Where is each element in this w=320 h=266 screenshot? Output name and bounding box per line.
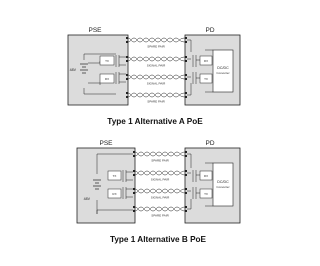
caption-b: Type 1 Alternative B PoE <box>110 235 207 244</box>
poe-diagrams: PSE PD SPARE PAIR SIGNAL PAIR SIGNAL PAI… <box>67 27 241 244</box>
pd-tx-block-a <box>199 73 213 84</box>
voltage-label-b: 48V <box>84 197 91 201</box>
pse-rx-block-a <box>99 73 115 84</box>
pair-label-b-3: SIGNAL PAIR <box>151 196 170 200</box>
connector-pins-b <box>133 151 187 212</box>
diagram-alt-b: PSE PD SPARE PAIR SIGNAL PAIR SIGNAL PAI… <box>76 140 241 244</box>
pse-box-b <box>76 147 136 224</box>
voltage-label-a: 48V <box>70 68 77 72</box>
battery-icon-b <box>93 179 101 190</box>
pd-rx-block-b <box>199 170 213 181</box>
pse-tx-block-a <box>99 55 115 66</box>
connector-pins-a <box>126 37 187 98</box>
pse-tx-block-b <box>107 170 122 181</box>
pse-rx-block-b <box>107 188 122 199</box>
pair-label-b-4: SPARE PAIR <box>151 214 169 218</box>
cable-pairs-b <box>134 151 186 212</box>
cable-pairs-a <box>127 37 186 98</box>
dcdc-label-b: DC/DC <box>217 180 229 184</box>
pse-label-a: PSE <box>88 27 102 34</box>
diagram-alt-a: PSE PD SPARE PAIR SIGNAL PAIR SIGNAL PAI… <box>67 27 241 126</box>
pd-label-a: PD <box>205 27 214 34</box>
dcdc-sub-b: Converter <box>216 185 229 189</box>
pse-rx-label-a: RX <box>105 77 109 81</box>
pair-label-a-3: SIGNAL PAIR <box>147 82 166 86</box>
pse-label-b: PSE <box>99 140 113 147</box>
caption-a: Type 1 Alternative A PoE <box>107 117 203 126</box>
pd-tx-label-a: TX <box>204 77 208 81</box>
pse-tx-label-b: TX <box>113 174 117 178</box>
pair-label-b-1: SPARE PAIR <box>151 159 169 163</box>
dcdc-converter-b <box>212 162 234 207</box>
pair-label-b-2: SIGNAL PAIR <box>151 178 170 182</box>
pair-label-a-2: SIGNAL PAIR <box>147 64 166 68</box>
pd-rx-label-b: RX <box>204 174 208 178</box>
pd-internals-b <box>187 153 213 210</box>
pse-tx-label-a: TX <box>105 59 109 63</box>
pd-rx-block-a <box>199 55 213 66</box>
pse-box-a <box>67 34 129 106</box>
pd-tx-label-b: TX <box>204 192 208 196</box>
battery-icon-a <box>80 63 88 74</box>
dcdc-converter-a <box>212 49 234 93</box>
pd-rx-label-a: RX <box>204 59 208 63</box>
dcdc-sub-a: Converter <box>216 71 229 75</box>
pse-internals-b <box>96 153 133 214</box>
pair-label-a-1: SPARE PAIR <box>147 45 165 49</box>
pd-internals-a <box>187 39 213 96</box>
dcdc-label-a: DC/DC <box>217 66 229 70</box>
pse-rx-label-b: RX <box>112 192 116 196</box>
pd-tx-block-b <box>199 188 213 199</box>
pd-label-b: PD <box>205 140 214 147</box>
pair-label-a-4: SPARE PAIR <box>147 100 165 104</box>
